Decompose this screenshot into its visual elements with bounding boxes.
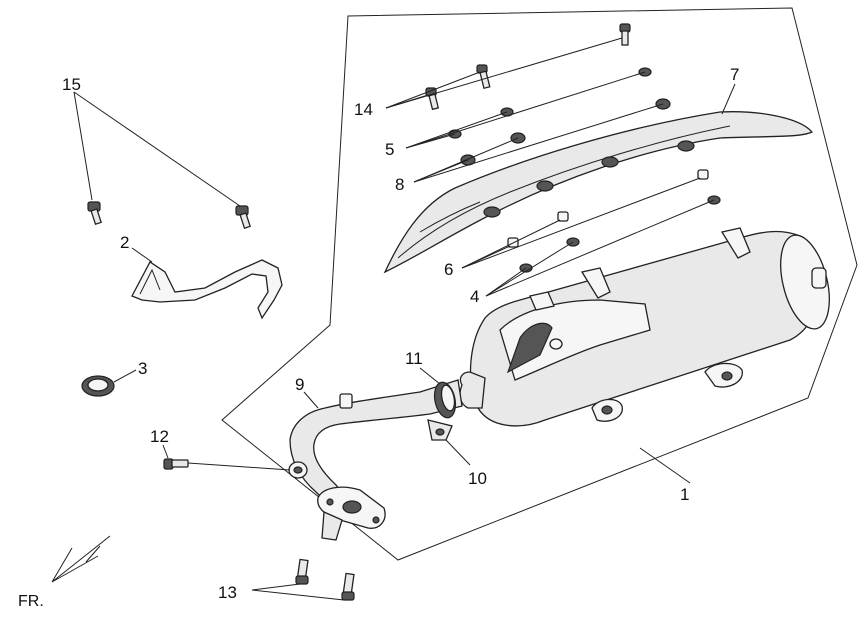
callout-6: 6 bbox=[444, 260, 453, 279]
assembly-outline bbox=[221, 7, 858, 561]
callout-10: 10 bbox=[468, 469, 487, 488]
flange-bolt-2 bbox=[341, 572, 355, 601]
front-direction-label: FR. bbox=[18, 593, 44, 610]
shield-bolt-2 bbox=[476, 64, 491, 90]
bracket-bolt-left bbox=[87, 201, 102, 226]
callout-5: 5 bbox=[385, 140, 394, 159]
callout-1: 1 bbox=[680, 485, 689, 504]
bracket-bolt-right bbox=[235, 205, 251, 230]
callout-8: 8 bbox=[395, 175, 404, 194]
pipe-clamp bbox=[427, 419, 453, 441]
gasket-washer bbox=[81, 375, 115, 397]
callout-7: 7 bbox=[730, 65, 739, 84]
callout-12: 12 bbox=[150, 427, 169, 446]
exhaust-pipe bbox=[288, 379, 463, 541]
muffler bbox=[459, 227, 830, 427]
callout-3: 3 bbox=[138, 359, 147, 378]
flange-bolt-1 bbox=[295, 558, 309, 585]
callout-13: 13 bbox=[218, 583, 237, 602]
callout-15: 15 bbox=[62, 75, 81, 94]
callout-4: 4 bbox=[470, 287, 479, 306]
shield-bolt-1 bbox=[619, 23, 631, 46]
callout-9: 9 bbox=[295, 375, 304, 394]
pipe-stud-bolt bbox=[163, 458, 189, 470]
leader-lines bbox=[73, 37, 736, 601]
bracket bbox=[131, 259, 283, 320]
heat-shield bbox=[383, 111, 814, 274]
callout-11: 11 bbox=[405, 349, 423, 368]
callout-14: 14 bbox=[354, 100, 373, 119]
callout-2: 2 bbox=[120, 233, 129, 252]
shield-bolt-3 bbox=[425, 87, 440, 111]
front-direction-arrow bbox=[51, 535, 111, 583]
pipe-gasket bbox=[433, 381, 457, 419]
